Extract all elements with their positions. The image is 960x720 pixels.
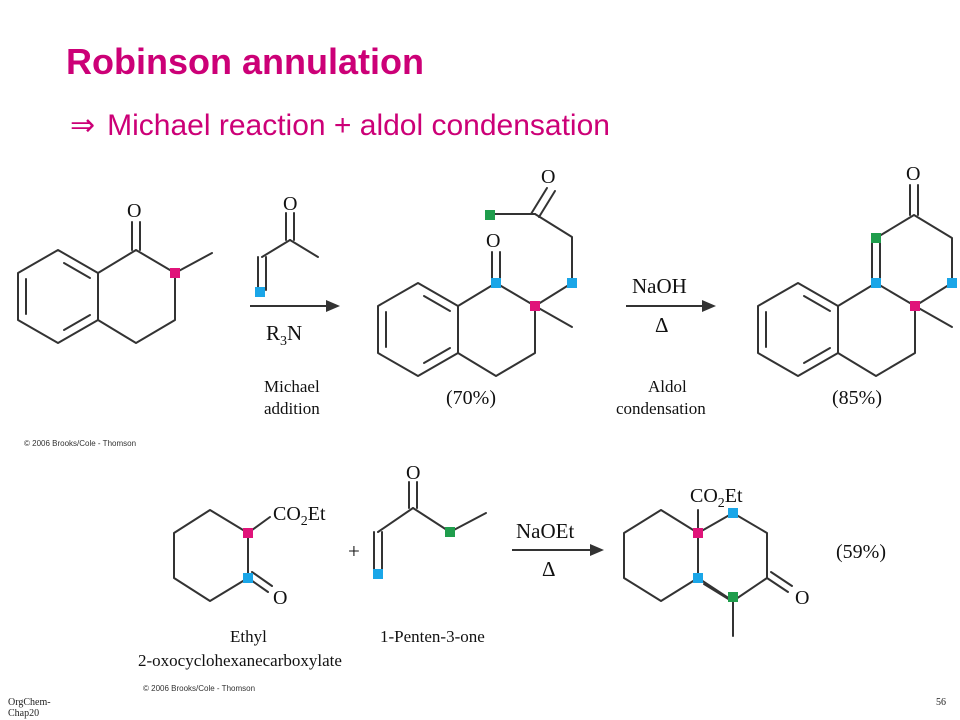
annulation-product-structure: O (85%)	[757, 163, 957, 409]
michael-adduct-structure: O O (70%)	[377, 166, 577, 409]
benzene-ring-1	[17, 249, 99, 344]
reaction-arrow-3: NaOEt Δ	[512, 519, 604, 581]
reagent-naoet: NaOEt	[516, 519, 574, 543]
footer-line-1: OrgChem-	[8, 697, 51, 708]
caption-pentenone: 1-Penten-3-one	[380, 627, 485, 646]
yield-59: (59%)	[836, 541, 886, 563]
marker-magenta	[243, 528, 253, 538]
atom-o: O	[541, 166, 555, 188]
marker-cyan	[693, 573, 703, 583]
page-number: 56	[936, 697, 946, 708]
footer-line-2: Chap20	[8, 708, 40, 719]
marker-cyan	[243, 573, 253, 583]
atom-o: O	[795, 587, 809, 609]
marker-cyan	[255, 287, 265, 297]
atom-o: O	[127, 200, 141, 222]
slide-subtitle: ⇒ Michael reaction + aldol condensation	[70, 106, 610, 146]
reagent-r3n: R3N	[266, 321, 302, 349]
subtitle-text: Michael reaction + aldol condensation	[107, 109, 610, 142]
marker-cyan	[567, 278, 577, 288]
marker-cyan	[947, 278, 957, 288]
implies-arrow-icon: ⇒	[70, 108, 96, 143]
marker-cyan	[871, 278, 881, 288]
reagent-delta: Δ	[542, 557, 556, 581]
tetralone-structure: O	[17, 200, 213, 344]
marker-cyan	[491, 278, 501, 288]
reagent-naoh: NaOH	[632, 274, 687, 298]
copyright-1: © 2006 Brooks/Cole - Thomson	[24, 439, 136, 448]
mvk-structure: O	[255, 193, 319, 297]
benzene-ring-2	[377, 282, 459, 377]
marker-green	[728, 592, 738, 602]
marker-magenta	[693, 528, 703, 538]
marker-green	[485, 210, 495, 220]
footer-chapter: OrgChem- Chap20	[8, 697, 51, 719]
yield-70: (70%)	[446, 387, 496, 409]
marker-green	[445, 527, 455, 537]
step2-caption-line2: condensation	[616, 399, 706, 418]
substituent-co2et: CO2Et	[690, 485, 743, 511]
substituent-co2et: CO2Et	[273, 503, 326, 529]
benzene-ring-3	[757, 282, 839, 377]
marker-magenta	[910, 301, 920, 311]
reaction-arrow-2: NaOH Δ Aldol condensation	[616, 274, 716, 418]
atom-o: O	[273, 587, 287, 609]
reaction-arrow-1: R3N Michael addition	[250, 300, 340, 418]
caption-ethyl: Ethyl	[230, 627, 267, 646]
copyright-2: © 2006 Brooks/Cole - Thomson	[143, 684, 255, 693]
pentenone-structure: O	[373, 462, 487, 579]
atom-o: O	[406, 462, 420, 484]
atom-o: O	[486, 230, 500, 252]
caption-ketoester: 2-oxocyclohexanecarboxylate	[138, 651, 342, 670]
marker-magenta	[170, 268, 180, 278]
ketoester-structure: CO2Et O	[173, 503, 326, 609]
marker-green	[871, 233, 881, 243]
atom-o: O	[283, 193, 297, 215]
marker-magenta	[530, 301, 540, 311]
plus-sign: +	[348, 539, 360, 563]
step1-caption-line2: addition	[264, 399, 320, 418]
octalone-product-structure: CO2Et O	[623, 485, 809, 637]
reagent-delta: Δ	[655, 313, 669, 337]
slide-title: Robinson annulation	[66, 41, 424, 82]
marker-cyan	[373, 569, 383, 579]
yield-85: (85%)	[832, 387, 882, 409]
marker-cyan	[728, 508, 738, 518]
step2-caption-line1: Aldol	[648, 377, 687, 396]
step1-caption-line1: Michael	[264, 377, 320, 396]
atom-o: O	[906, 163, 920, 185]
